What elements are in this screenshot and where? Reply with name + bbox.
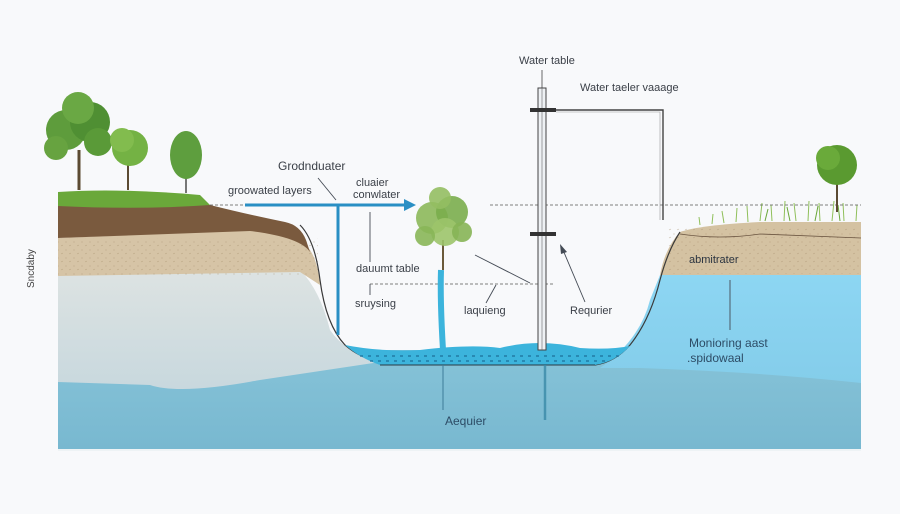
left-topsoil bbox=[58, 203, 310, 252]
label-cluster-line-2: conwlater bbox=[353, 189, 401, 201]
label-monitoring-line-2: .spidowaal bbox=[687, 351, 744, 365]
left-tree-medium-icon bbox=[110, 128, 148, 190]
trough-water bbox=[345, 343, 630, 365]
leader-lines bbox=[317, 177, 731, 330]
label-water-table-gauge: Water taeler vaaage bbox=[580, 82, 679, 94]
left-clay-layer bbox=[58, 270, 380, 389]
label-water-table: Water table bbox=[519, 55, 575, 67]
label-groundwater: Grodnduater bbox=[278, 159, 346, 173]
side-label: Sncdaby bbox=[26, 249, 37, 288]
right-sand-texture bbox=[668, 228, 861, 274]
left-sand-texture bbox=[58, 238, 318, 276]
flow-arrow-icon bbox=[404, 199, 416, 211]
label-requirer: Requrier bbox=[570, 305, 613, 317]
left-tree-large-icon bbox=[44, 92, 112, 190]
label-laquieng: laquieng bbox=[464, 305, 506, 317]
label-groundwater-layers: groowated layers bbox=[228, 185, 312, 197]
right-aquifer bbox=[600, 275, 861, 383]
right-tree-icon bbox=[816, 145, 857, 212]
left-tree-small-icon bbox=[170, 131, 202, 193]
label-aquifer: Aequier bbox=[445, 414, 487, 428]
label-cluster-line-1: cluaier bbox=[356, 177, 389, 189]
requirer-arrow-icon bbox=[560, 244, 567, 254]
right-sand-line bbox=[679, 233, 862, 239]
left-grass bbox=[58, 190, 210, 208]
label-datum-table: dauumt table bbox=[356, 263, 420, 275]
center-tree-icon bbox=[415, 187, 472, 351]
label-sruysing: sruysing bbox=[355, 298, 396, 310]
label-abmitrater: abmitrater bbox=[689, 254, 739, 266]
label-monitoring-line-1: Monioring aast bbox=[689, 336, 768, 350]
right-grass bbox=[698, 200, 858, 226]
water-dashes bbox=[360, 355, 620, 362]
